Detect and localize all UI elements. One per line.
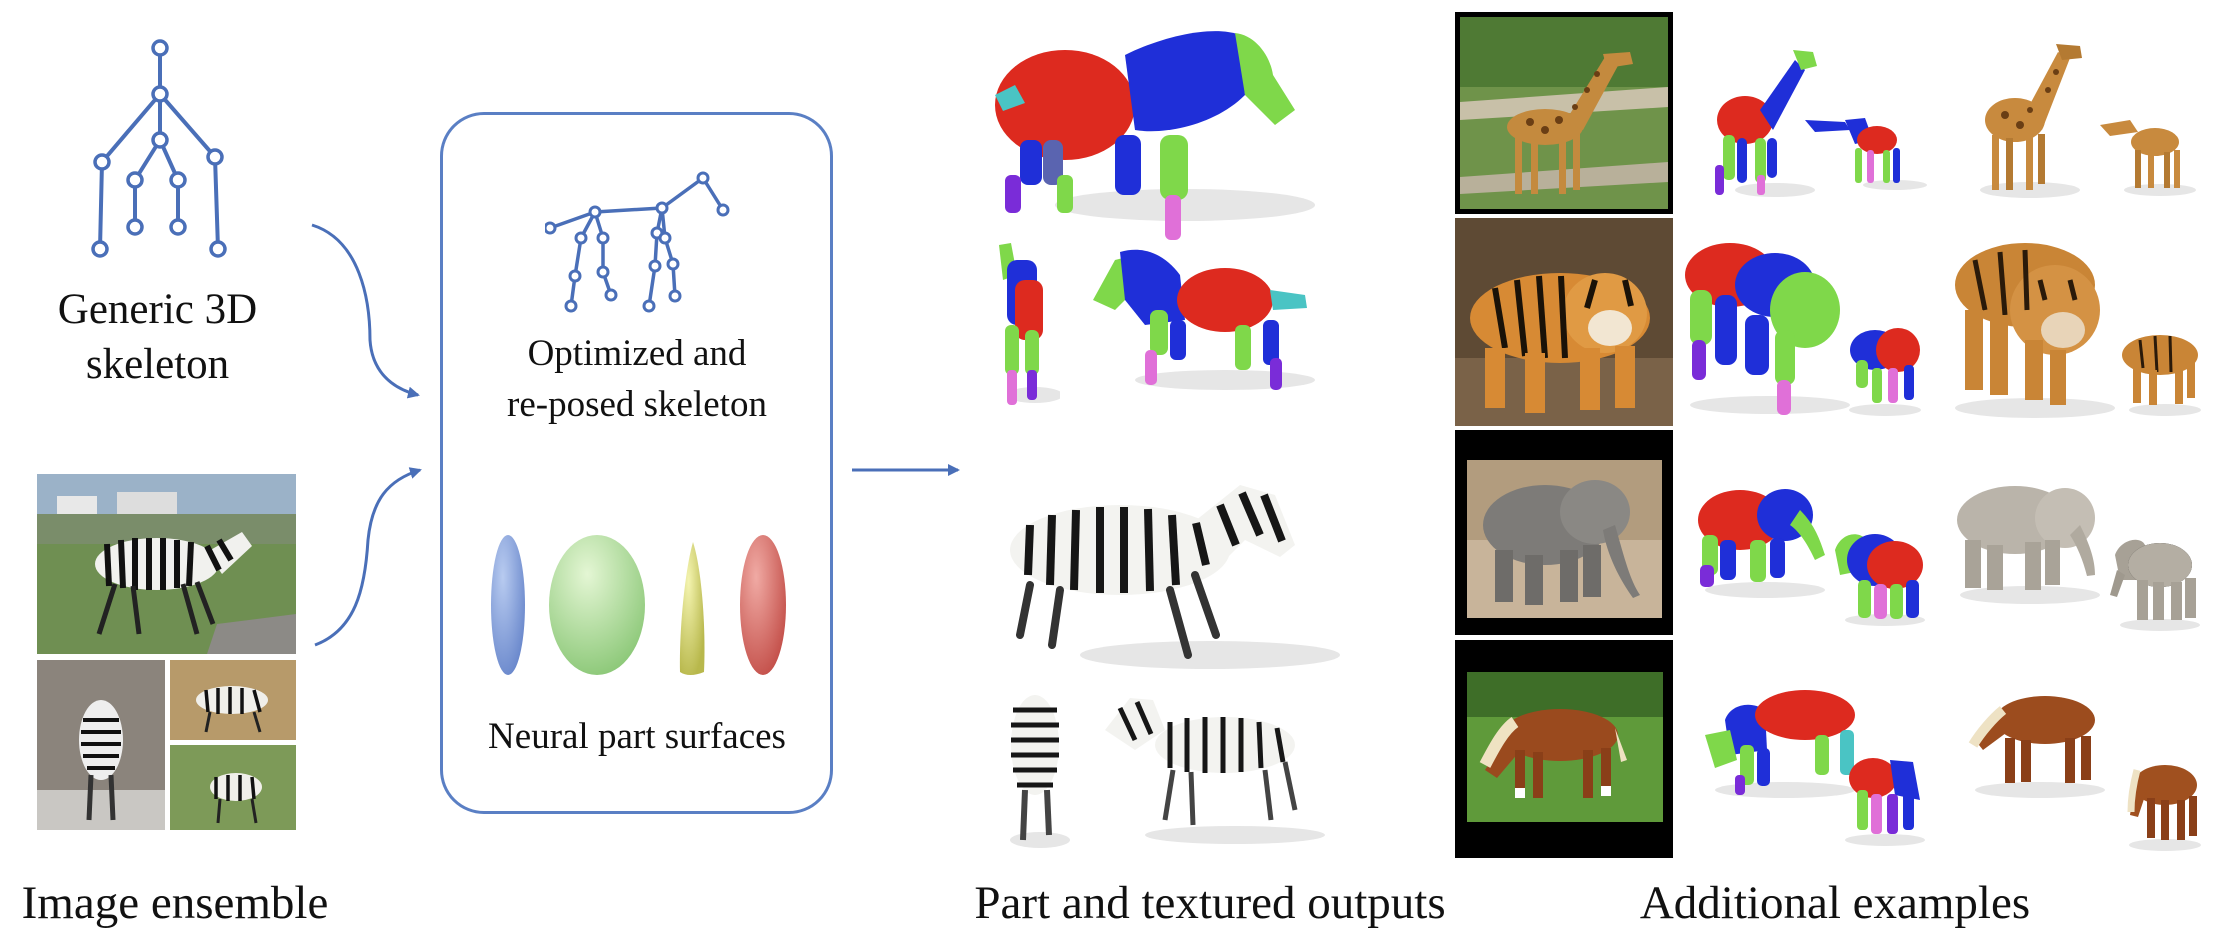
surface-yellow — [680, 542, 705, 675]
arrow-skeleton-to-box — [312, 225, 418, 395]
zebra-textured-side — [1095, 690, 1335, 850]
horse-textured — [1955, 690, 2210, 855]
elephant-photo — [1455, 430, 1673, 635]
optimized-label-1: Optimized and — [443, 332, 831, 375]
tiger-photo — [1455, 218, 1673, 426]
surface-green — [549, 535, 645, 675]
tiger-textured — [1945, 230, 2210, 425]
horse-parts — [1695, 690, 1935, 850]
elephant-parts — [1690, 480, 1935, 630]
giraffe-parts — [1705, 40, 1930, 205]
part-textured-caption: Part and textured outputs — [900, 876, 1520, 930]
neural-parts-label: Neural part surfaces — [443, 715, 831, 758]
additional-caption: Additional examples — [1560, 876, 2110, 930]
giraffe-photo — [1455, 12, 1673, 214]
neural-part-surfaces-icon — [480, 530, 800, 680]
giraffe-textured — [1970, 40, 2210, 205]
tiger-parts — [1680, 230, 1930, 425]
zebra-textured-large — [990, 465, 1350, 685]
surface-blue — [491, 535, 525, 675]
reposed-skeleton-icon — [545, 168, 735, 318]
horse-photo — [1455, 640, 1673, 858]
elephant-textured — [1945, 480, 2210, 640]
surface-red — [740, 535, 786, 675]
zebra-parts-side — [1085, 240, 1315, 400]
zebra-parts-front — [985, 235, 1060, 415]
zebra-parts-large — [985, 15, 1325, 250]
zebra-textured-front — [995, 680, 1075, 855]
optimized-label-2: re-posed skeleton — [443, 383, 831, 426]
arrow-images-to-box — [315, 470, 420, 645]
